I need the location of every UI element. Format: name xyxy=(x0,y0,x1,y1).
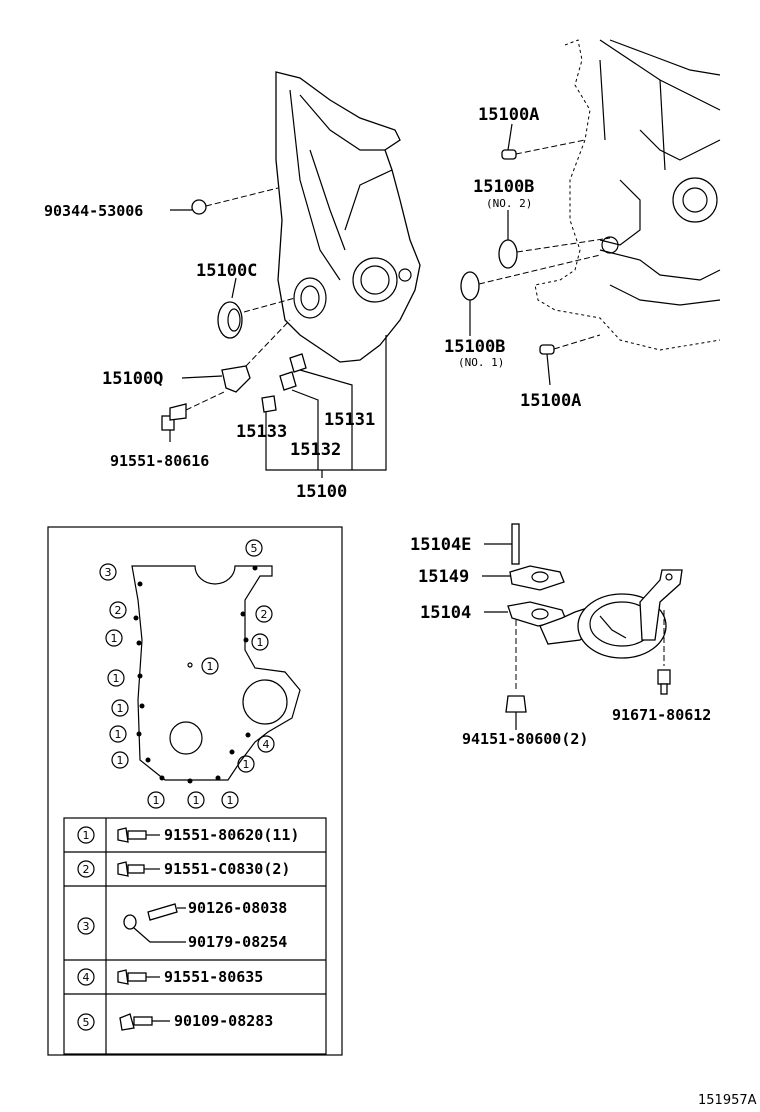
part-15100C: 15100C xyxy=(196,261,296,339)
callout-1: 1 xyxy=(251,633,269,651)
label-94151-80600: 94151-80600(2) xyxy=(462,730,588,748)
callout-1: 1 xyxy=(107,669,125,687)
figure-id: 151957A xyxy=(698,1093,757,1108)
label-15100A-top: 15100A xyxy=(478,105,539,125)
svg-text:5: 5 xyxy=(83,1016,90,1029)
label-15100A-bottom: 15100A xyxy=(520,391,581,411)
svg-text:1: 1 xyxy=(113,672,120,685)
bolt-part-90109-08283: 90109-08283 xyxy=(174,1012,273,1030)
svg-text:1: 1 xyxy=(257,636,264,649)
engine-block xyxy=(534,39,721,351)
label-15104E: 15104E xyxy=(410,535,471,555)
bolt-part-91551-80635: 91551-80635 xyxy=(164,968,263,986)
bolt-part-90126-08038: 90126-08038 xyxy=(188,899,287,917)
gasket-callouts: 5 3 2 2 1 1 1 1 1 1 1 1 4 1 1 1 xyxy=(99,539,275,809)
bolt-part-91551-80620: 91551-80620(11) xyxy=(164,826,299,844)
bolt-table-row-2: 2 91551-C0830(2) xyxy=(77,860,290,878)
part-15100B-bottom: 15100B (NO. 1) xyxy=(444,254,601,369)
label-15100C: 15100C xyxy=(196,261,257,281)
svg-text:1: 1 xyxy=(227,794,234,807)
part-15132: 15132 xyxy=(279,371,341,460)
part-90344-53006: 90344-53006 xyxy=(44,187,279,220)
label-91671-80612: 91671-80612 xyxy=(612,706,711,724)
callout-1: 1 xyxy=(221,791,239,809)
part-15100B-top: 15100B (NO. 2) xyxy=(473,177,611,269)
svg-text:1: 1 xyxy=(153,794,160,807)
callout-1: 1 xyxy=(237,755,255,773)
svg-text:1: 1 xyxy=(115,728,122,741)
callout-1: 1 xyxy=(111,699,129,717)
label-15100B-bottom: 15100B xyxy=(444,337,505,357)
svg-text:1: 1 xyxy=(243,758,250,771)
bolt-table-row-4: 4 91551-80635 xyxy=(77,968,263,986)
label-15132: 15132 xyxy=(290,440,341,460)
label-no2: (NO. 2) xyxy=(486,197,532,210)
bolt-part-91551-C0830: 91551-C0830(2) xyxy=(164,860,290,878)
callout-1: 1 xyxy=(105,629,123,647)
label-15100Q: 15100Q xyxy=(102,369,163,389)
bolt-part-90179-08254: 90179-08254 xyxy=(188,933,287,951)
svg-text:2: 2 xyxy=(83,863,90,876)
callout-1: 1 xyxy=(111,751,129,769)
svg-text:4: 4 xyxy=(263,738,270,751)
label-15104: 15104 xyxy=(420,603,471,623)
bolt-table-row-3: 3 90126-08038 90179-08254 xyxy=(77,899,287,951)
assembly-15100-bracket: 15100 xyxy=(265,335,387,502)
timing-chain-cover xyxy=(275,71,421,363)
label-15149: 15149 xyxy=(418,567,469,587)
label-15133: 15133 xyxy=(236,422,287,442)
gasket-reference-box xyxy=(47,526,343,1056)
svg-text:2: 2 xyxy=(115,604,122,617)
gasket-outline xyxy=(131,565,301,781)
callout-2: 2 xyxy=(109,601,127,619)
label-15131: 15131 xyxy=(324,410,375,430)
callout-1: 1 xyxy=(187,791,205,809)
label-15100B-top: 15100B xyxy=(473,177,534,197)
part-15131: 15131 xyxy=(289,353,375,430)
callout-4: 4 xyxy=(257,735,275,753)
callout-1: 1 xyxy=(147,791,165,809)
svg-text:1: 1 xyxy=(117,702,124,715)
label-91551-80616: 91551-80616 xyxy=(110,452,209,470)
callout-2: 2 xyxy=(255,605,273,623)
part-15100A-bottom: 15100A xyxy=(520,334,601,411)
callout-1: 1 xyxy=(109,725,127,743)
label-15100: 15100 xyxy=(296,482,347,502)
callout-3: 3 xyxy=(99,563,117,581)
svg-text:1: 1 xyxy=(83,829,90,842)
callout-5: 5 xyxy=(245,539,263,557)
callout-1: 1 xyxy=(201,657,219,675)
svg-text:1: 1 xyxy=(193,794,200,807)
part-15149: 15149 xyxy=(418,565,565,591)
bolt-table-row-5: 5 90109-08283 xyxy=(77,1012,273,1031)
part-15104-strainer: 15104 xyxy=(420,569,683,659)
bolt-table-row-1: 1 91551-80620(11) xyxy=(77,826,299,844)
svg-text:5: 5 xyxy=(251,542,258,555)
part-94151-80600: 94151-80600(2) xyxy=(462,620,588,748)
bolt-table: 1 91551-80620(11) 2 91551-C0830(2) 3 901… xyxy=(63,817,327,1055)
gasket-bolt-holes xyxy=(133,565,258,784)
svg-text:1: 1 xyxy=(111,632,118,645)
svg-text:3: 3 xyxy=(105,566,112,579)
label-no1: (NO. 1) xyxy=(458,356,504,369)
svg-text:2: 2 xyxy=(261,608,268,621)
part-15133: 15133 xyxy=(236,395,287,442)
part-15100A-top: 15100A xyxy=(478,105,586,160)
svg-text:1: 1 xyxy=(207,660,214,673)
svg-text:4: 4 xyxy=(83,971,90,984)
part-91671-80612: 91671-80612 xyxy=(612,610,711,724)
svg-text:3: 3 xyxy=(83,920,90,933)
label-90344-53006: 90344-53006 xyxy=(44,202,143,220)
svg-text:1: 1 xyxy=(117,754,124,767)
part-91551-80616: 91551-80616 xyxy=(110,391,225,470)
part-15100Q: 15100Q xyxy=(102,319,291,393)
part-15104E: 15104E xyxy=(410,523,520,565)
